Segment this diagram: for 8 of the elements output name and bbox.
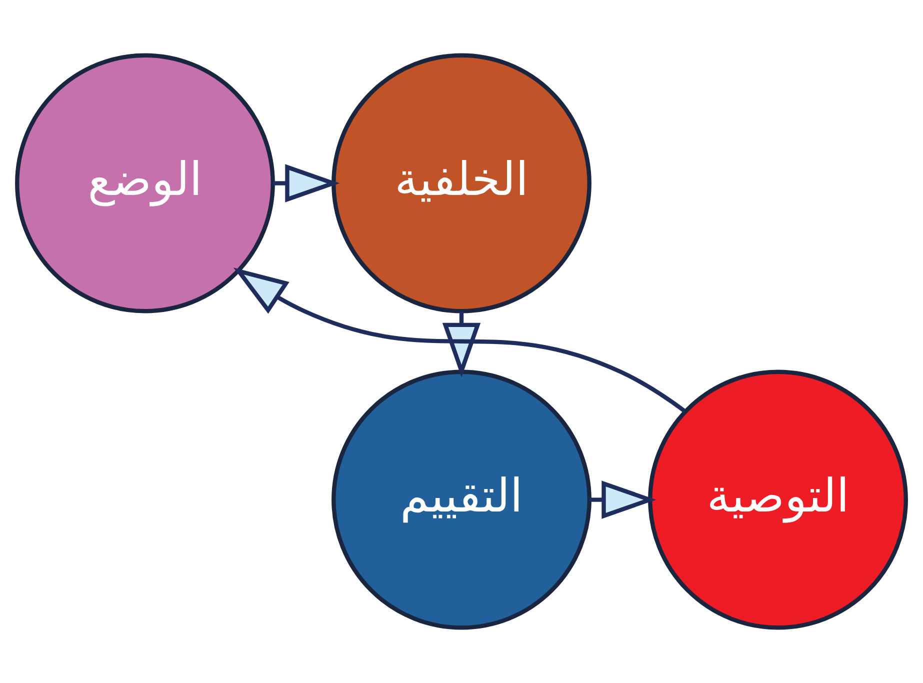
arrow: [233, 268, 686, 413]
arrow: [442, 311, 481, 378]
arrow: [589, 480, 656, 519]
node-circle: الخلفية: [332, 53, 592, 314]
node-circle: الوضع: [15, 53, 275, 314]
arrow: [272, 164, 340, 202]
node-circle: التوصية: [648, 370, 908, 630]
node-circle: التقييم: [332, 370, 592, 630]
